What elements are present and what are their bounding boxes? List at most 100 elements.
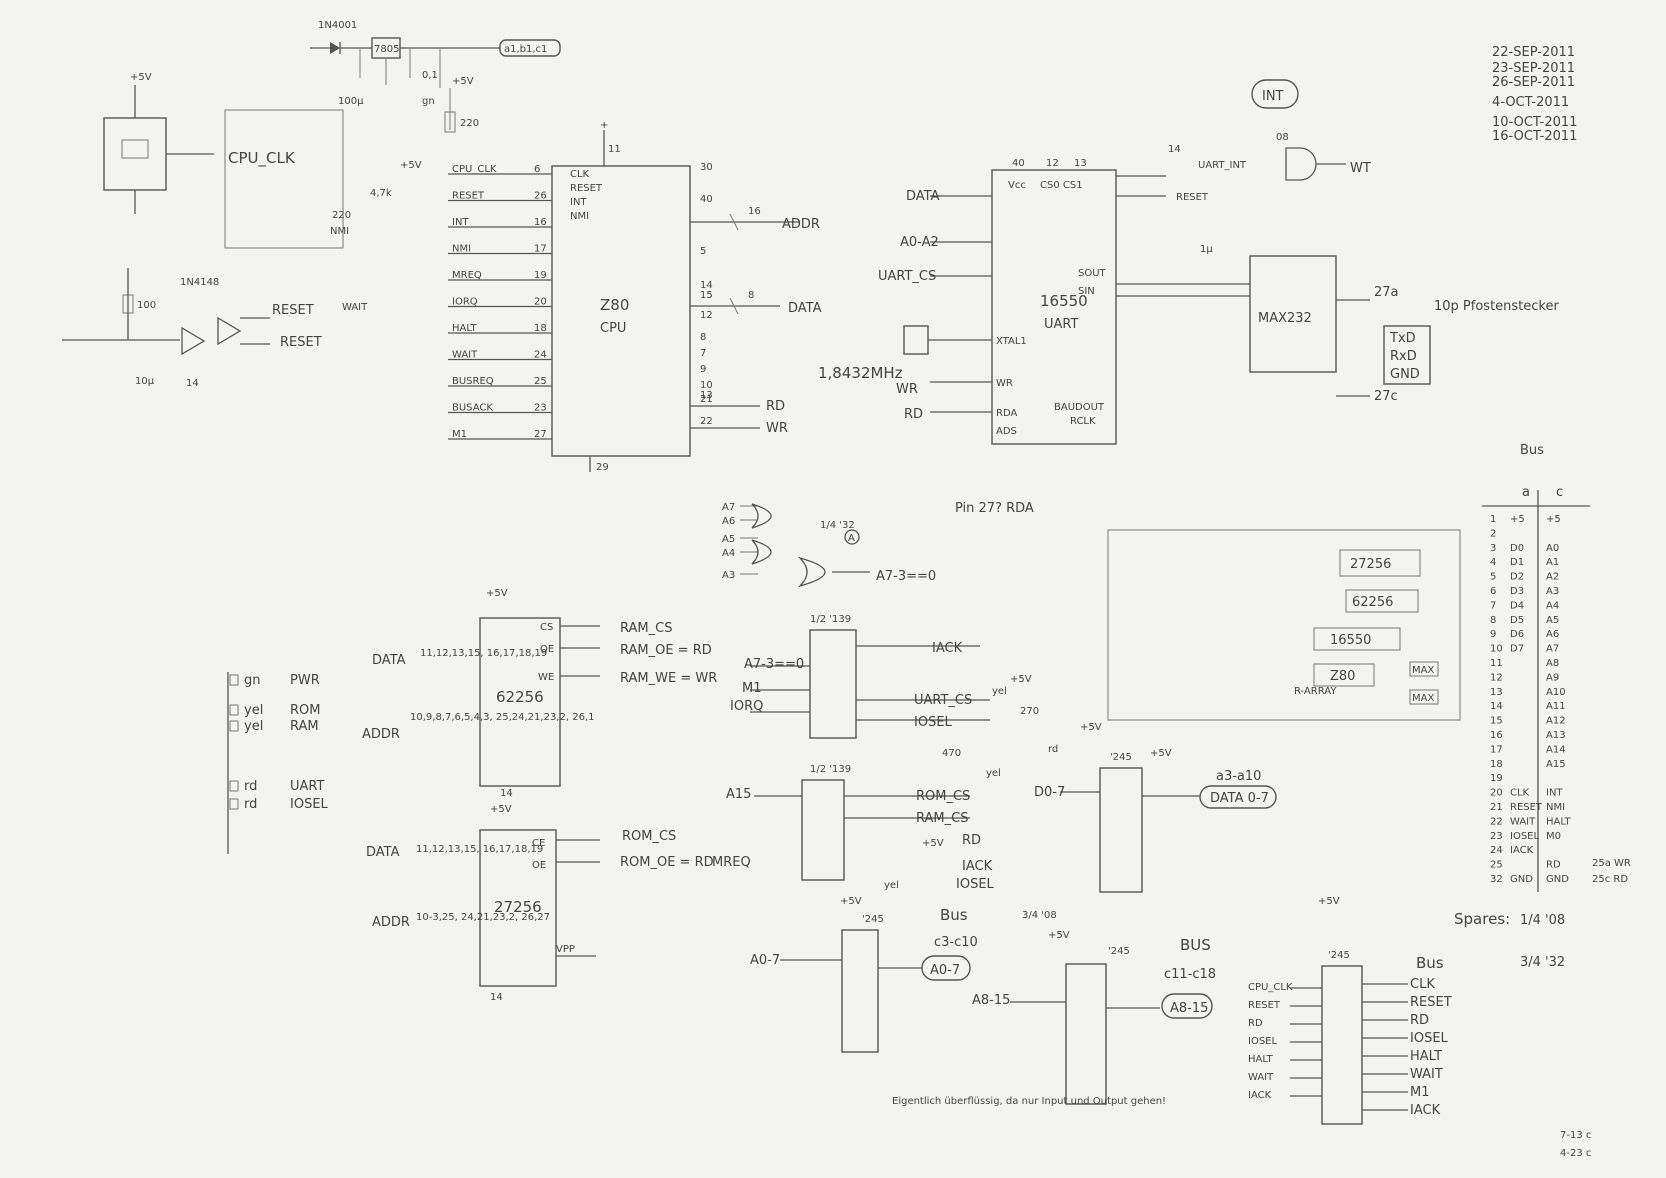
- ram-gnd: 14: [500, 788, 513, 799]
- date-entry: 26-SEP-2011: [1492, 75, 1575, 90]
- mem-led-yel: yel: [986, 768, 1001, 779]
- bus-row-num: 2: [1490, 528, 1496, 539]
- int-label: INT: [1262, 89, 1284, 104]
- bus-row-c: NMI: [1546, 802, 1565, 813]
- board-z80: Z80: [1330, 669, 1355, 684]
- gn-label: gn: [422, 96, 435, 107]
- cpu-right-pin: 10: [700, 380, 713, 391]
- wr-pin: 22: [700, 416, 713, 427]
- cpu-in-pin: 24: [534, 350, 547, 361]
- int-tag: [1251, 79, 1299, 109]
- bus-row-c: A5: [1546, 615, 1559, 626]
- data-245-vplus: +5V: [1150, 748, 1172, 759]
- board-rarray: R-ARRAY: [1294, 686, 1337, 697]
- uart-chip: [991, 169, 1117, 445]
- uart-int-out: UART_INT: [1198, 160, 1247, 171]
- data-245-chip: [1099, 767, 1143, 893]
- ram-we-pin: WE: [538, 672, 554, 683]
- uart-baudout: BAUDOUT: [1054, 402, 1105, 413]
- or-gate-1: [751, 503, 772, 529]
- io-decoder-chip: [809, 629, 857, 739]
- bus-row-num: 23: [1490, 831, 1503, 842]
- bus-row-a: D4: [1510, 600, 1524, 611]
- uart-pin-12: 12: [1046, 158, 1059, 169]
- max-27c: 27c: [1374, 389, 1398, 404]
- cpu-in-label: CPU_CLK: [452, 164, 497, 175]
- bus-col-a: a: [1522, 485, 1530, 500]
- dec1-in-label: A7: [722, 502, 735, 513]
- bus-row-num: 10: [1490, 644, 1503, 655]
- rom-data: DATA: [366, 845, 400, 860]
- board-small-2: MAX: [1412, 693, 1434, 704]
- cpu-vcc: +: [600, 120, 608, 131]
- a0-bus: c3-c10: [934, 935, 978, 950]
- io-vplus2: +5V: [1010, 674, 1032, 685]
- cpu-in-label: NMI: [452, 244, 471, 255]
- board-27256: 27256: [1350, 557, 1391, 572]
- dec1-in-label: A4: [722, 548, 735, 559]
- cpu-clk-label: CPU_CLK: [228, 149, 296, 168]
- uart-ads-pin: ADS: [996, 426, 1017, 437]
- mem-ram-cs: RAM_CS: [916, 811, 968, 826]
- a8-tag: [1161, 993, 1213, 1019]
- cpu-right-pin: 12: [700, 310, 713, 321]
- mem-r470: 470: [942, 748, 961, 759]
- led-color: rd: [244, 797, 257, 812]
- uart-rclk: RCLK: [1070, 416, 1096, 427]
- board-layout: 27256 62256 16550 Z80 R-ARRAY MAX MAX: [1107, 529, 1461, 721]
- bus-row-c: A9: [1546, 672, 1559, 683]
- uart-cs-pins: CS0 CS1: [1040, 180, 1083, 191]
- data-buffer: '245 +5V D0-7 DATA 0-7 a3-a10 RD IACK IO…: [956, 748, 1277, 921]
- ram-sig-we: RAM_WE = WR: [620, 671, 717, 686]
- bus-row-a: IACK: [1510, 845, 1534, 856]
- g14-label: 14: [186, 378, 199, 389]
- cpu-in-pin: 6: [534, 164, 540, 175]
- led-color: yel: [244, 719, 263, 734]
- max232-chip: [1249, 255, 1337, 373]
- bus-row-a: IOSEL: [1510, 831, 1539, 842]
- cpu-in-label: BUSACK: [452, 403, 493, 414]
- ctrl-245-label: '245: [1328, 950, 1350, 961]
- led-color: gn: [244, 673, 261, 688]
- ram-sig-cs: RAM_CS: [620, 621, 672, 636]
- dec1-in-label: A6: [722, 516, 735, 527]
- led-signal: ROM: [290, 703, 320, 718]
- addr-high-buffer: '245 +5V A8-15 BUS c11-c18 A8-15 Eigentl…: [892, 930, 1216, 1107]
- mem-rom-cs: ROM_CS: [916, 789, 970, 804]
- a8-245-chip: [1065, 963, 1107, 1105]
- corner-1: 7-13 c: [1560, 1130, 1591, 1141]
- bus-row-c: A2: [1546, 572, 1559, 583]
- uart-block: 16550 UART Vcc CS0 CS1 40 12 13 DATA A0-…: [818, 158, 1250, 516]
- cpu-in-pin: 19: [534, 270, 547, 281]
- bus-side-1: 25a WR: [1592, 858, 1631, 869]
- inverter-1: [181, 326, 206, 356]
- ctrl-in-label: CPU_CLK: [1248, 982, 1293, 993]
- led-icon: [229, 674, 239, 686]
- date-entry: 4-OCT-2011: [1492, 95, 1569, 110]
- ctrl-in-label: RD: [1248, 1018, 1263, 1029]
- ctrl-in-label: IOSEL: [1248, 1036, 1277, 1047]
- ctrl-in-label: IACK: [1248, 1090, 1272, 1101]
- mem-dec-label: 1/2 '139: [810, 764, 851, 775]
- io-dec-in2: M1: [742, 681, 762, 696]
- bus-row-num: 14: [1490, 701, 1503, 712]
- wait-ext-label: WAIT: [342, 302, 368, 313]
- dec1-mark: A: [848, 533, 855, 544]
- mem-vplus: +5V: [922, 838, 944, 849]
- cpu-in-label: IORQ: [452, 297, 478, 308]
- cpu-in-label: HALT: [452, 323, 478, 334]
- uart-sout: SOUT: [1078, 268, 1107, 279]
- bus-row-a: D7: [1510, 644, 1524, 655]
- bus-row-num: 1: [1490, 514, 1496, 525]
- led-icon: [229, 780, 239, 792]
- uart-sublabel: UART: [1044, 317, 1078, 332]
- bus-row-a: WAIT: [1510, 816, 1536, 827]
- io-vplus: +5V: [1080, 722, 1102, 733]
- uart-pin-40: 40: [1012, 158, 1025, 169]
- nmi-ext-label: NMI: [330, 226, 349, 237]
- uart-rd-in: RD: [904, 407, 923, 422]
- max232-label: MAX232: [1258, 311, 1312, 326]
